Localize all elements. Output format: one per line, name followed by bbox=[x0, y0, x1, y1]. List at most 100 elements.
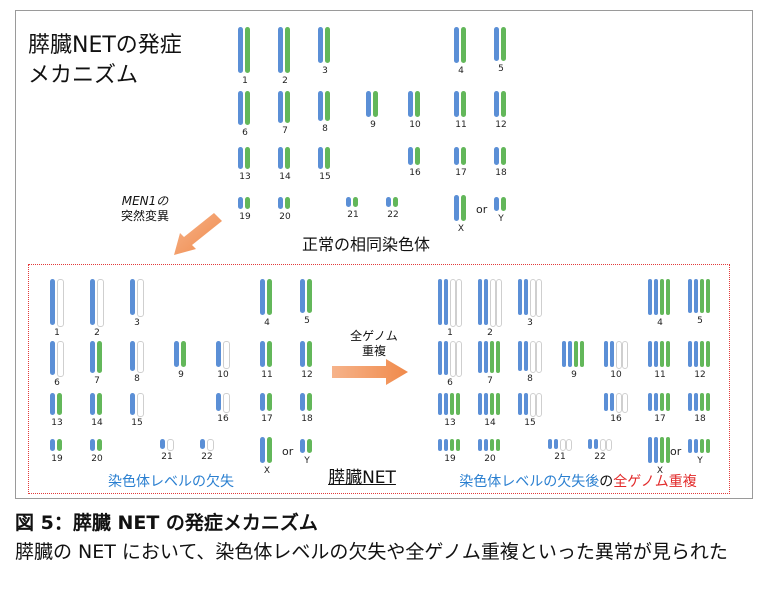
after-caption-wgd: 全ゲノム重複 bbox=[613, 474, 697, 490]
chromatid bbox=[245, 197, 250, 209]
chromatid bbox=[454, 27, 459, 63]
normal-karyotype-caption: 正常の相同染色体 bbox=[301, 235, 430, 254]
chromosome-label: 6 bbox=[447, 378, 453, 388]
chromatid bbox=[415, 91, 420, 117]
chromatid bbox=[610, 393, 614, 411]
chromatid bbox=[137, 279, 144, 317]
chromosome-label: Y bbox=[304, 456, 310, 466]
chromosome-label: 2 bbox=[94, 328, 100, 338]
chromosome-label: 5 bbox=[304, 316, 310, 326]
chromosome-label: 13 bbox=[444, 418, 456, 428]
chromosome-label: 10 bbox=[409, 120, 421, 130]
figure-title: 膵臓NETの発症 メカニズム bbox=[28, 31, 182, 91]
chromosome-label: 16 bbox=[217, 414, 229, 424]
chromatid bbox=[562, 341, 566, 367]
chromatid bbox=[666, 341, 670, 367]
chromatid bbox=[285, 147, 290, 169]
chromatid bbox=[560, 439, 566, 451]
chromatid bbox=[444, 439, 448, 451]
chromosome-label: 8 bbox=[527, 374, 533, 384]
chromosome-label: 10 bbox=[610, 370, 622, 380]
chromatid bbox=[660, 279, 664, 315]
chromatid bbox=[706, 279, 710, 313]
chromatid bbox=[97, 279, 104, 327]
chromatid bbox=[223, 341, 230, 369]
chromatid bbox=[530, 279, 536, 317]
chromatid bbox=[478, 279, 482, 325]
men1-mutation-label: MEN1の 突然変異 bbox=[100, 194, 190, 224]
after-caption-particle: の bbox=[599, 474, 614, 490]
chromatid bbox=[444, 279, 448, 325]
chromosome-label: 3 bbox=[134, 318, 140, 328]
chromatid bbox=[501, 91, 506, 117]
chromatid bbox=[688, 439, 692, 453]
chromatid bbox=[700, 393, 704, 411]
chromatid bbox=[606, 439, 612, 451]
chromatid bbox=[174, 341, 179, 367]
chromatid bbox=[90, 439, 95, 451]
chromatid bbox=[346, 197, 351, 207]
chromosome-label: 6 bbox=[242, 128, 248, 138]
chromatid bbox=[518, 279, 522, 315]
chromatid bbox=[57, 393, 62, 415]
chromatid bbox=[461, 27, 466, 63]
chromatid bbox=[307, 393, 312, 411]
pnet-dashed-box bbox=[28, 264, 730, 494]
chromatid bbox=[700, 439, 704, 453]
chromatid bbox=[90, 341, 95, 373]
chromatid bbox=[666, 279, 670, 315]
chromatid bbox=[648, 279, 652, 315]
chromatid bbox=[278, 91, 283, 123]
chromatid bbox=[450, 341, 456, 377]
chromatid bbox=[574, 341, 578, 367]
chromatid bbox=[245, 27, 250, 73]
chromatid bbox=[366, 91, 371, 117]
chromosome-label: 5 bbox=[498, 64, 504, 74]
chromatid bbox=[267, 437, 272, 463]
chromatid bbox=[588, 439, 592, 449]
chromosome-label: Y bbox=[498, 214, 504, 224]
chromatid bbox=[260, 437, 265, 463]
chromosome-label: 17 bbox=[261, 414, 273, 424]
chromatid bbox=[260, 393, 265, 411]
chromatid bbox=[373, 91, 378, 117]
chromosome-label: 12 bbox=[495, 120, 507, 130]
chromosome-label: 20 bbox=[91, 454, 103, 464]
chromatid bbox=[496, 393, 500, 415]
chromatid bbox=[223, 393, 230, 413]
chromatid bbox=[393, 197, 398, 207]
chromosome-label: 21 bbox=[161, 452, 173, 462]
chromosome-label: 7 bbox=[282, 126, 288, 136]
chromosome-label: 5 bbox=[697, 316, 703, 326]
chromatid bbox=[568, 341, 572, 367]
chromatid bbox=[167, 439, 174, 451]
chromosome-label: 2 bbox=[282, 76, 288, 86]
chromatid bbox=[318, 147, 323, 169]
chromatid bbox=[325, 147, 330, 169]
chromatid bbox=[438, 439, 442, 451]
chromosome-label: 9 bbox=[571, 370, 577, 380]
chromatid bbox=[285, 27, 290, 73]
chromosome-label: 16 bbox=[409, 168, 421, 178]
chromatid bbox=[461, 147, 466, 165]
chromatid bbox=[300, 341, 305, 367]
chromosome-label: 18 bbox=[301, 414, 313, 424]
chromatid bbox=[496, 279, 502, 327]
chromosome-label: 15 bbox=[319, 172, 331, 182]
chromatid bbox=[530, 341, 536, 373]
chromatid bbox=[484, 393, 488, 415]
chromatid bbox=[554, 439, 558, 449]
chromatid bbox=[216, 341, 221, 367]
chromatid bbox=[450, 393, 454, 415]
chromatid bbox=[50, 279, 55, 325]
chromatid bbox=[456, 439, 460, 451]
chromatid bbox=[238, 147, 243, 169]
chromosome-label: 18 bbox=[694, 414, 706, 424]
chromatid bbox=[307, 439, 312, 453]
chromosome-label: 6 bbox=[54, 378, 60, 388]
wgd-arrow-icon bbox=[332, 359, 408, 385]
chromosome-label: X bbox=[457, 224, 465, 234]
chromosome-label: 22 bbox=[201, 452, 213, 462]
chromatid bbox=[438, 341, 442, 375]
chromatid bbox=[438, 279, 442, 325]
